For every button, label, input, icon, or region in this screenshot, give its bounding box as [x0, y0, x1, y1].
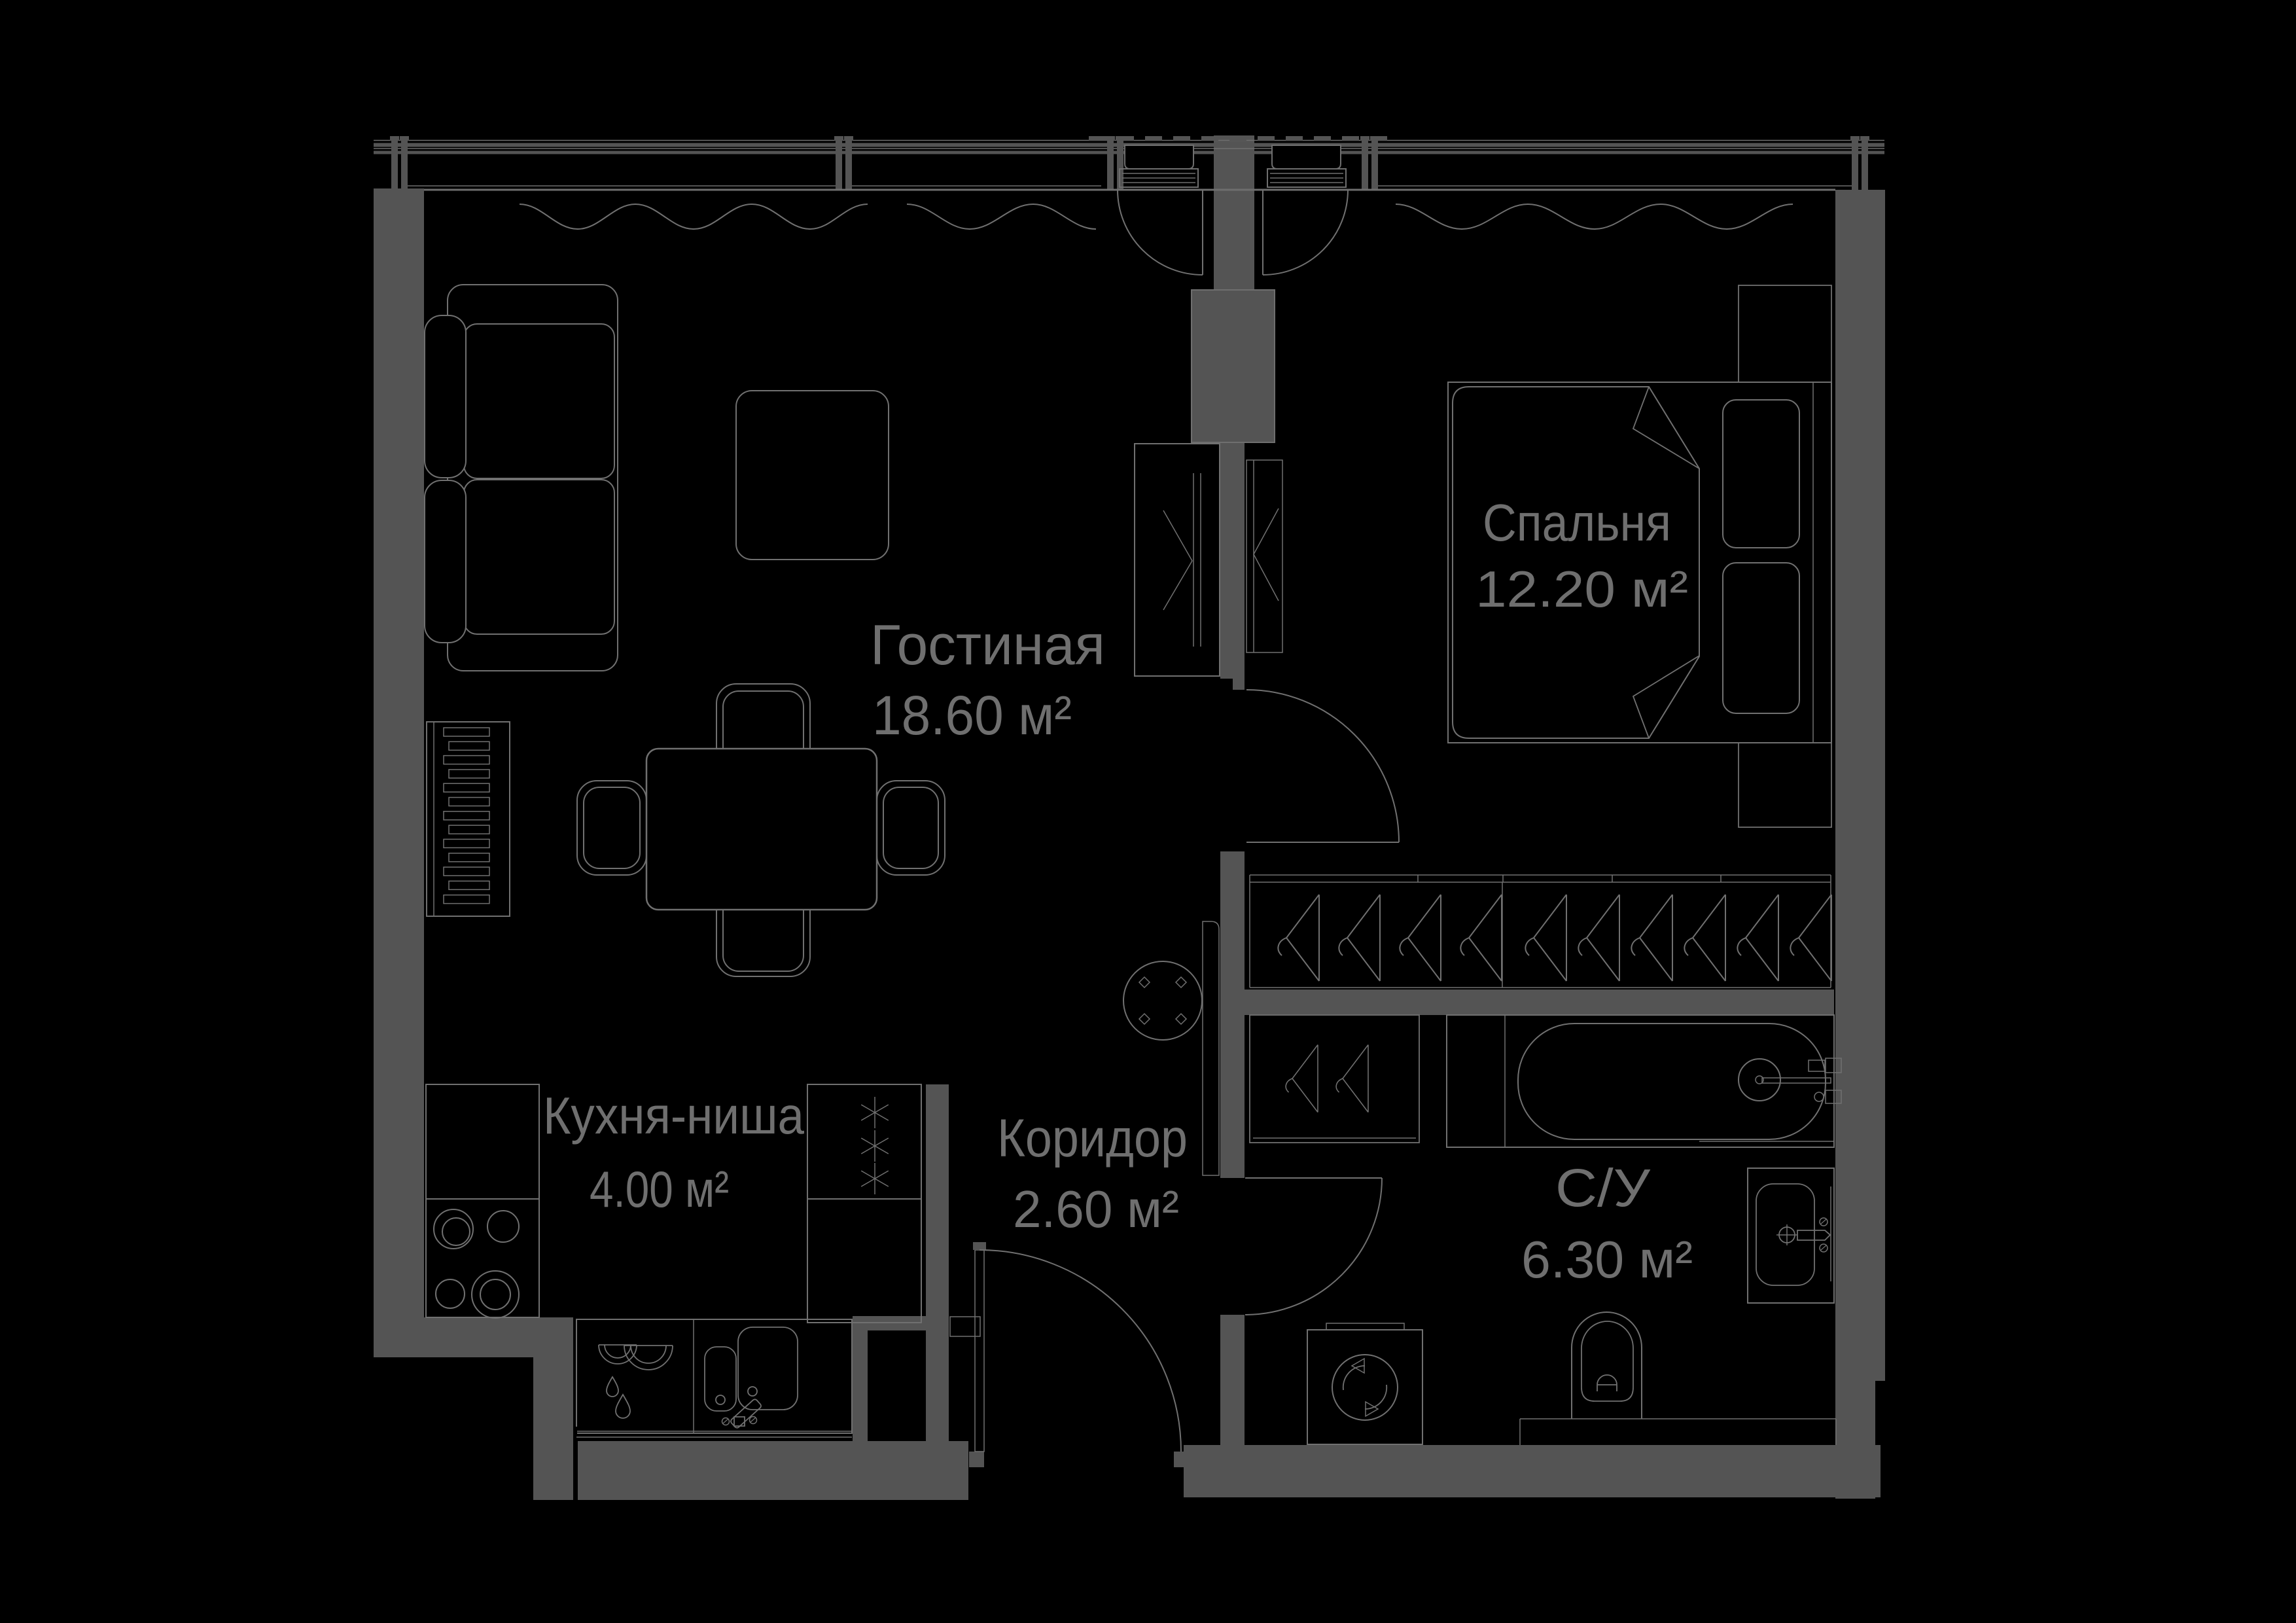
- svg-text:Коридор: Коридор: [997, 1109, 1188, 1168]
- svg-text:Спальня: Спальня: [1483, 493, 1671, 552]
- svg-text:Кухня-ниша: Кухня-ниша: [543, 1086, 804, 1145]
- svg-text:18.60 м²: 18.60 м²: [872, 685, 1072, 746]
- svg-text:6.30 м²: 6.30 м²: [1521, 1230, 1693, 1289]
- svg-text:2.60 м²: 2.60 м²: [1013, 1180, 1179, 1238]
- svg-text:Гостиная: Гостиная: [870, 614, 1105, 677]
- svg-text:4.00 м²: 4.00 м²: [590, 1160, 729, 1218]
- svg-text:С/У: С/У: [1555, 1158, 1651, 1218]
- svg-text:12.20 м²: 12.20 м²: [1475, 560, 1688, 618]
